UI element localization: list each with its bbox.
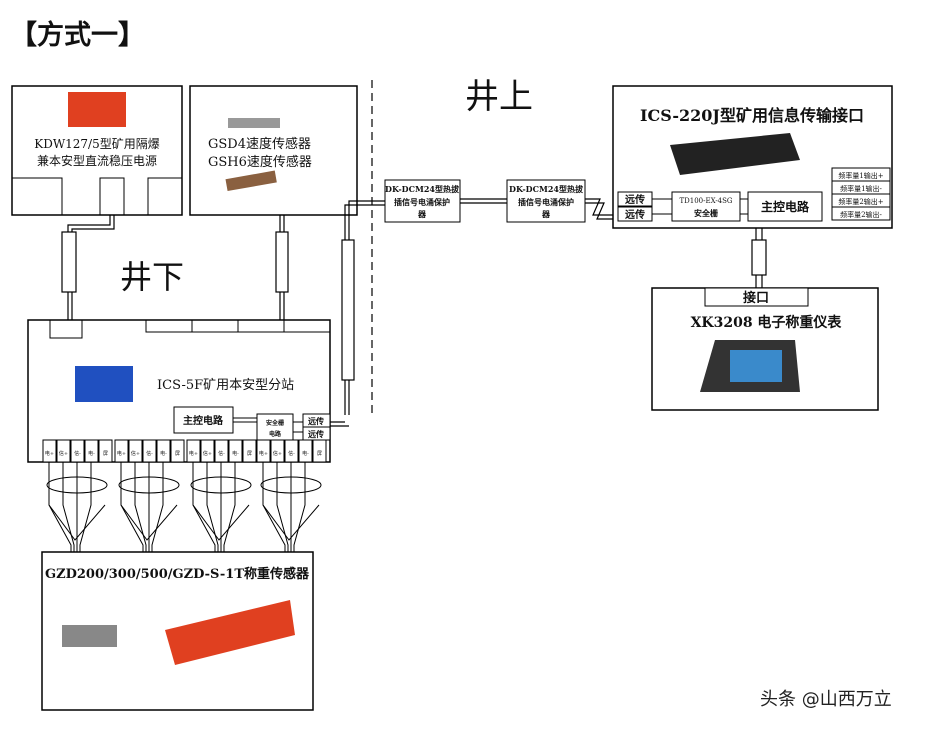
protector-label-2: 插信号电涌保护 [394,197,450,207]
surge-protector-1: DK-DCM24型热拔 插信号电涌保护 器 [384,179,461,223]
terminal-label: 电+ [259,450,268,457]
output-label: 频率量1输出+ [838,171,883,180]
terminal-label: 信- [218,450,225,457]
sensor-wire [120,504,178,541]
sensor-wire [262,504,320,541]
terminal [312,439,327,463]
terminal-label: 电+ [45,450,54,457]
sensor-wire [276,462,289,552]
watermark: 头条 @山西万立 [760,689,892,710]
sensor-wire [262,462,286,552]
cables [61,198,767,427]
sensor-wire [62,462,75,552]
speed-sensor-label: GSD4速度传感器 [208,136,311,152]
power-supply-label: KDW127/5型矿用隔爆 [34,137,160,151]
terminal-label: 电- [88,450,95,457]
terminal-label: 信+ [59,450,68,457]
protector-label-3: 器 [541,209,551,219]
terminal-strip: 电+ 信+ 信- 电- 屏 电+ 信+ 信- 电- 屏 电+ 信+ 信- 电- 屏 电+ 信+ 信- 电- 屏 [42,439,327,463]
terminal-label: 电- [160,450,167,457]
output-list: 频率量1输出+ 频率量1输出- 频率量2输出+ 频率量2输出- [831,167,891,221]
power-supply-label-2: 兼本安型直流稳压电源 [37,153,157,168]
xk3208-indicator-box: 接口 XK3208 电子称重仪表 [651,287,879,411]
terminal-label: 电+ [117,450,126,457]
load-cell-box: GZD200/300/500/GZD-S-1T称重传感器 [41,551,314,711]
output-label: 频率量2输出- [840,210,882,219]
power-supply-box: KDW127/5型矿用隔爆 兼本安型直流稳压电源 [11,85,183,216]
sensor-wire [192,504,250,541]
terminal-label: 屏 [175,451,180,457]
terminal-label: 屏 [247,451,252,457]
terminal-label: 信- [146,450,153,457]
terminal-label: 电+ [189,450,198,457]
load-cell-title: GZD200/300/500/GZD-S-1T称重传感器 [45,566,310,582]
barrier-label-2: 安全栅 [694,208,718,218]
main-control-label: 主控电路 [183,414,224,427]
sensor-wire [293,462,306,552]
terminal [242,439,257,463]
sensor-cables [46,462,322,552]
ics220-image [670,133,800,175]
zone-above-label: 井上 [465,77,533,117]
substation-image [75,366,133,402]
zone-below-label: 井下 [120,258,184,296]
terminal-label: 信- [288,450,295,457]
xk3208-title: XK3208 电子称重仪表 [691,314,843,331]
speed-sensor-label-2: GSH6速度传感器 [208,154,312,170]
remote-label: 远传 [625,208,645,221]
substation-title: ICS-5F矿用本安型分站 [157,378,294,393]
speed-sensor-image [228,118,280,128]
barrier-label-2: 电路 [269,430,282,438]
terminal-label: 信- [74,450,81,457]
terminal [170,439,185,463]
terminal-label: 电- [302,450,309,457]
sensor-wire [151,462,164,552]
terminal-label: 电- [232,450,239,457]
terminal-label: 信+ [273,450,282,457]
main-control-label: 主控电路 [761,199,810,214]
sensor-wire [120,462,144,552]
sensor-wire [192,462,216,552]
terminal-label: 屏 [317,451,322,457]
remote-label: 远传 [308,429,324,439]
remote-label: 远传 [308,416,324,426]
output-label: 频率量2输出+ [838,197,883,206]
remote-label: 远传 [625,193,645,206]
terminal-label: 信+ [203,450,212,457]
substation-box: ICS-5F矿用本安型分站 主控电路 安全栅 电路 远传 远传 电+ 信+ 信- 电-… [27,319,331,463]
protector-label: DK-DCM24型热拔 [509,184,584,194]
power-supply-image [68,92,126,127]
sensor-wire [223,462,236,552]
port-label: 接口 [743,290,769,306]
barrier-label: 安全栅 [266,419,284,427]
sensor-wire [48,462,72,552]
sensor-wire [134,462,147,552]
output-label: 频率量1输出- [840,184,882,193]
protector-label: DK-DCM24型热拔 [385,184,460,194]
load-cell-image [62,625,117,647]
barrier-label: TD100-EX-4SG [679,197,732,205]
ics220-interface-box: ICS-220J型矿用信息传输接口 远传 远传 TD100-EX-4SG 安全栅… [612,85,893,229]
conveyor-scale-image [165,600,295,665]
terminal-label: 屏 [103,451,108,457]
protector-label-2: 插信号电涌保护 [518,197,574,207]
protector-label-3: 器 [417,209,427,219]
terminal [98,439,113,463]
terminal-label: 信+ [131,450,140,457]
sensor-wire [206,462,219,552]
sensor-wire [48,504,106,541]
speed-sensor-box: GSD4速度传感器 GSH6速度传感器 [189,85,358,216]
surge-protector-2: DK-DCM24型热拔 插信号电涌保护 器 [506,179,586,223]
diagram-title: 【方式一】 [10,19,145,51]
ics220-title: ICS-220J型矿用信息传输接口 [640,106,864,125]
sensor-wire [79,462,92,552]
